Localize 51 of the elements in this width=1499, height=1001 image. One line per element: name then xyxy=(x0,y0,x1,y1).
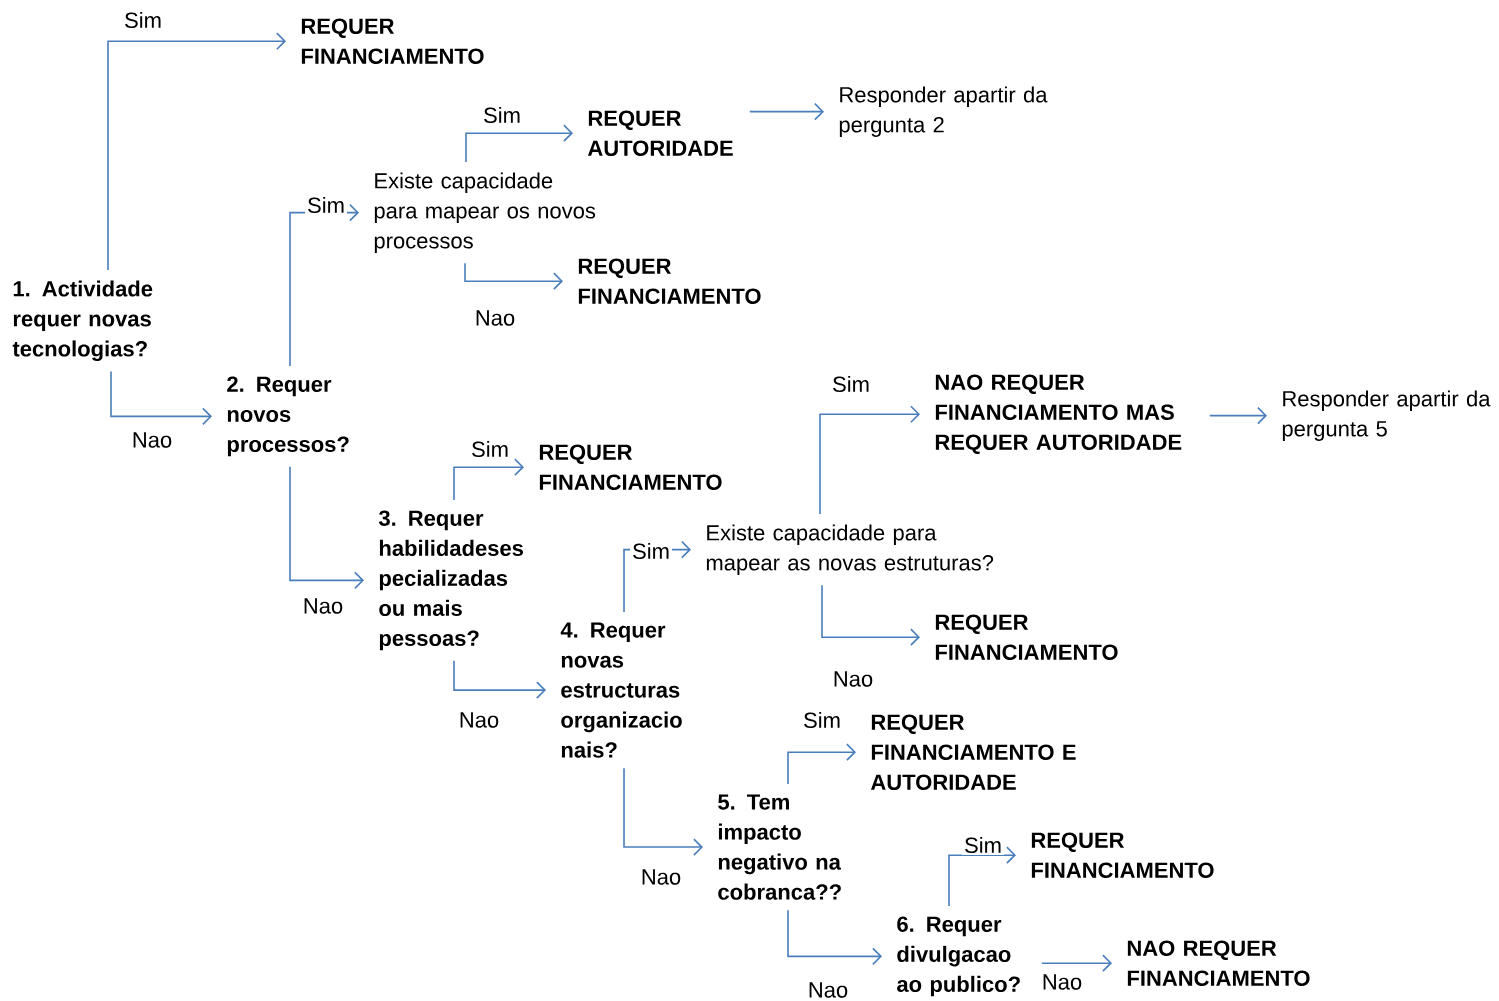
arrow xyxy=(107,32,286,271)
arrow xyxy=(787,909,882,966)
edge-label: Nao xyxy=(638,867,684,887)
question-text: 3. Requer habilidadeses pecializadas ou mais pessoas? xyxy=(378,510,523,651)
question-text: 1. Actividade requer novas tecnologias? xyxy=(12,280,153,361)
edge-label: Sim xyxy=(962,834,1004,856)
arrow xyxy=(819,405,920,515)
note-text: Responder apartir da pergunta 5 xyxy=(1282,390,1491,441)
question-text: 5. Tem impacto negativo na cobranca?? xyxy=(718,794,841,900)
edge-label: Nao xyxy=(830,669,876,689)
outcome-text: REQUER FINANCIAMENTO xyxy=(578,258,761,304)
outcome-text: REQUER FINANCIAMENTO xyxy=(935,614,1118,660)
note-text: Responder apartir da pergunta 2 xyxy=(839,86,1048,137)
outcome-text: NAO REQUER FINANCIAMENTO xyxy=(1127,940,1310,986)
outcome-text: REQUER AUTORIDADE xyxy=(587,110,733,156)
arrow xyxy=(623,767,703,856)
arrow xyxy=(749,102,824,121)
question-text: 4. Requer novas estructuras organizacio nais? xyxy=(560,622,682,758)
arrow xyxy=(453,659,546,699)
edge-label: Nao xyxy=(472,308,518,328)
arrow xyxy=(453,458,524,501)
note-text: Existe capacidade para mapear as novas estruturas? xyxy=(706,524,994,575)
edge-label: Sim xyxy=(305,194,347,216)
outcome-text: REQUER FINANCIAMENTO E AUTORIDADE xyxy=(870,714,1076,790)
outcome-text: REQUER FINANCIAMENTO xyxy=(1031,832,1214,878)
arrow xyxy=(821,584,920,646)
question-text: 2. Requer novos processos? xyxy=(227,376,349,457)
edge-label: Nao xyxy=(805,980,851,1000)
arrow xyxy=(289,465,364,590)
question-text: 6. Requer divulgacao ao publico? xyxy=(897,916,1020,997)
edge-label: Nao xyxy=(1039,972,1085,992)
outcome-text: REQUER FINANCIAMENTO xyxy=(539,444,722,490)
edge-label: Nao xyxy=(129,430,175,450)
edge-label: Nao xyxy=(300,596,346,616)
edge-label: Sim xyxy=(630,540,672,562)
outcome-text: REQUER FINANCIAMENTO xyxy=(301,18,484,64)
arrow xyxy=(1209,406,1267,425)
edge-label: Sim xyxy=(830,373,872,395)
edge-label: Sim xyxy=(801,709,843,731)
outcome-text: NAO REQUER FINANCIAMENTO MAS REQUER AUTORIDADE xyxy=(935,374,1182,455)
arrow xyxy=(464,262,563,290)
edge-label: Sim xyxy=(122,9,164,31)
edge-label: Sim xyxy=(469,438,511,460)
arrow xyxy=(948,846,1016,907)
note-text: Existe capacidade para mapear os novos processos xyxy=(374,172,596,253)
arrow xyxy=(110,370,212,426)
edge-label: Sim xyxy=(481,104,523,126)
edge-label: Nao xyxy=(456,710,502,730)
arrow xyxy=(465,124,573,163)
arrow xyxy=(1041,954,1112,972)
arrow xyxy=(787,743,856,785)
